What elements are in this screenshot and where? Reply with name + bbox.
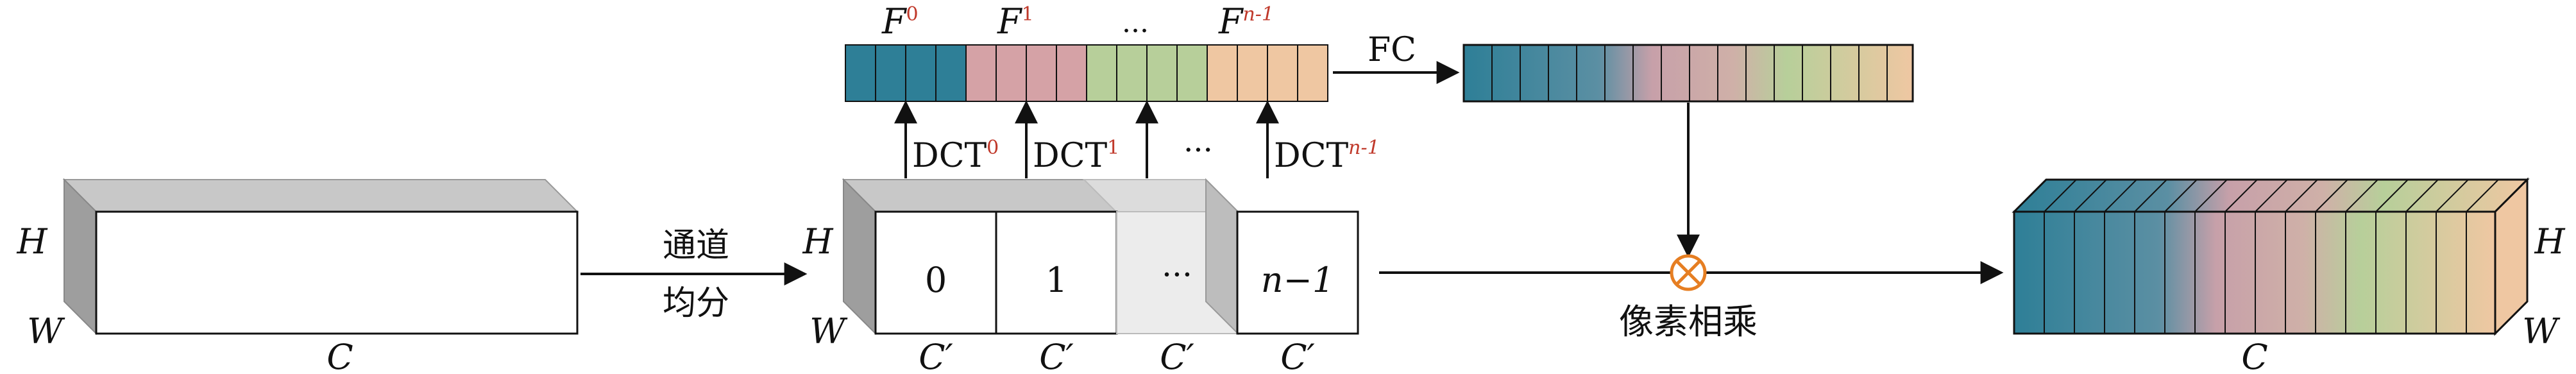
group-1-label: 1 — [1046, 260, 1067, 300]
fc-label: FC — [1368, 31, 1416, 69]
split-tensor — [842, 178, 1359, 336]
fn-1-label: Fn-1 — [1218, 1, 1274, 42]
split-h-label: H — [802, 221, 833, 262]
group-ellipsis-c-label: C′ — [1160, 337, 1194, 374]
input-tensor — [62, 178, 579, 336]
output-tensor — [2012, 177, 2530, 336]
frequency-vector — [845, 44, 1328, 102]
dct-label-n-1: DCTn-1 — [1274, 137, 1380, 175]
group-0 — [874, 210, 997, 335]
input-h-label: H — [16, 221, 47, 262]
group-n-1 — [1236, 210, 1359, 335]
multiply-icon — [1670, 254, 1707, 291]
split-label-line2: 均分 — [663, 284, 729, 323]
f0-label: F0 — [881, 1, 919, 42]
group-0-label: 0 — [925, 260, 947, 300]
group-ellipsis-label: ··· — [1162, 256, 1192, 293]
group-1 — [995, 210, 1118, 335]
group-0-c-label: C′ — [919, 337, 953, 374]
dct-label-1: DCT1 — [1033, 137, 1119, 175]
output-w-label: W — [2522, 311, 2561, 352]
split-label-line1: 通道 — [663, 226, 729, 265]
output-c-label: C — [2241, 337, 2267, 374]
group-n-1-c-label: C′ — [1280, 337, 1315, 374]
f1-label: F1 — [997, 1, 1034, 42]
input-c-label: C — [326, 337, 353, 374]
split-w-label: W — [809, 311, 848, 352]
group-n-1-label: n−1 — [1261, 260, 1334, 300]
input-w-label: W — [27, 311, 65, 352]
dct-ellipsis: ··· — [1183, 132, 1213, 168]
multiply-label: 像素相乘 — [1619, 302, 1758, 342]
output-h-label: H — [2534, 221, 2565, 262]
f-ellipsis: ... — [1122, 6, 1149, 39]
input-top-face — [62, 179, 579, 212]
group-1-c-label: C′ — [1039, 337, 1074, 374]
attention-vector — [1462, 44, 1914, 103]
dct-label-0: DCT0 — [912, 137, 999, 175]
input-front-face — [95, 210, 579, 335]
